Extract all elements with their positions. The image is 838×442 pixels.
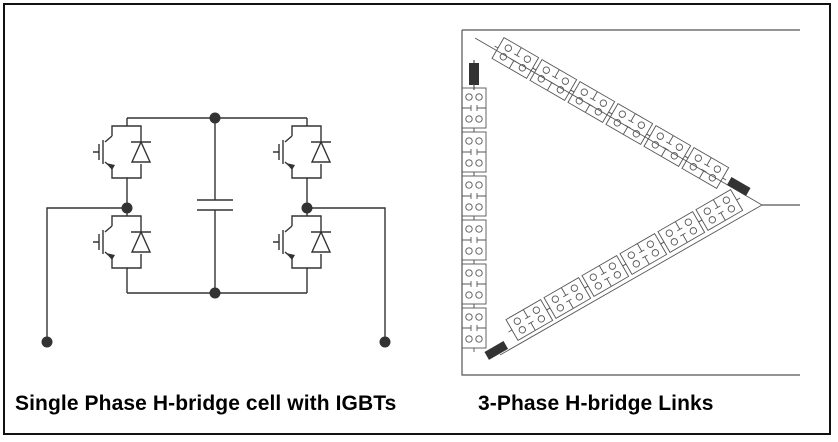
h-bridge-cell-diagram [41, 112, 391, 348]
three-phase-links-diagram [461, 29, 800, 376]
right-figure-caption: 3-Phase H-bridge Links [478, 392, 714, 415]
igbt-switch-upper-right [272, 117, 332, 187]
inductor [469, 63, 479, 85]
left-figure-caption: Single Phase H-bridge cell with IGBTs [15, 392, 397, 415]
inductor [484, 341, 509, 360]
junction-node [209, 112, 221, 124]
inductor [726, 177, 751, 196]
terminal-node [41, 336, 53, 348]
junction-node [301, 202, 313, 214]
dc-link-capacitor [197, 118, 233, 293]
junction-node [121, 202, 133, 214]
vertical-cell-chain [461, 60, 487, 353]
junction-node [209, 287, 221, 299]
lower-diagonal-cell-chain [484, 187, 747, 360]
phase-bus-lines [461, 29, 800, 376]
igbt-switch-lower-right [272, 207, 332, 277]
igbt-switch-lower-left [92, 207, 152, 277]
terminal-node [379, 336, 391, 348]
dc-rails [127, 117, 307, 294]
igbt-switch-upper-left [92, 117, 152, 187]
upper-diagonal-cell-chain [488, 35, 751, 196]
ac-output-leads [46, 207, 386, 342]
